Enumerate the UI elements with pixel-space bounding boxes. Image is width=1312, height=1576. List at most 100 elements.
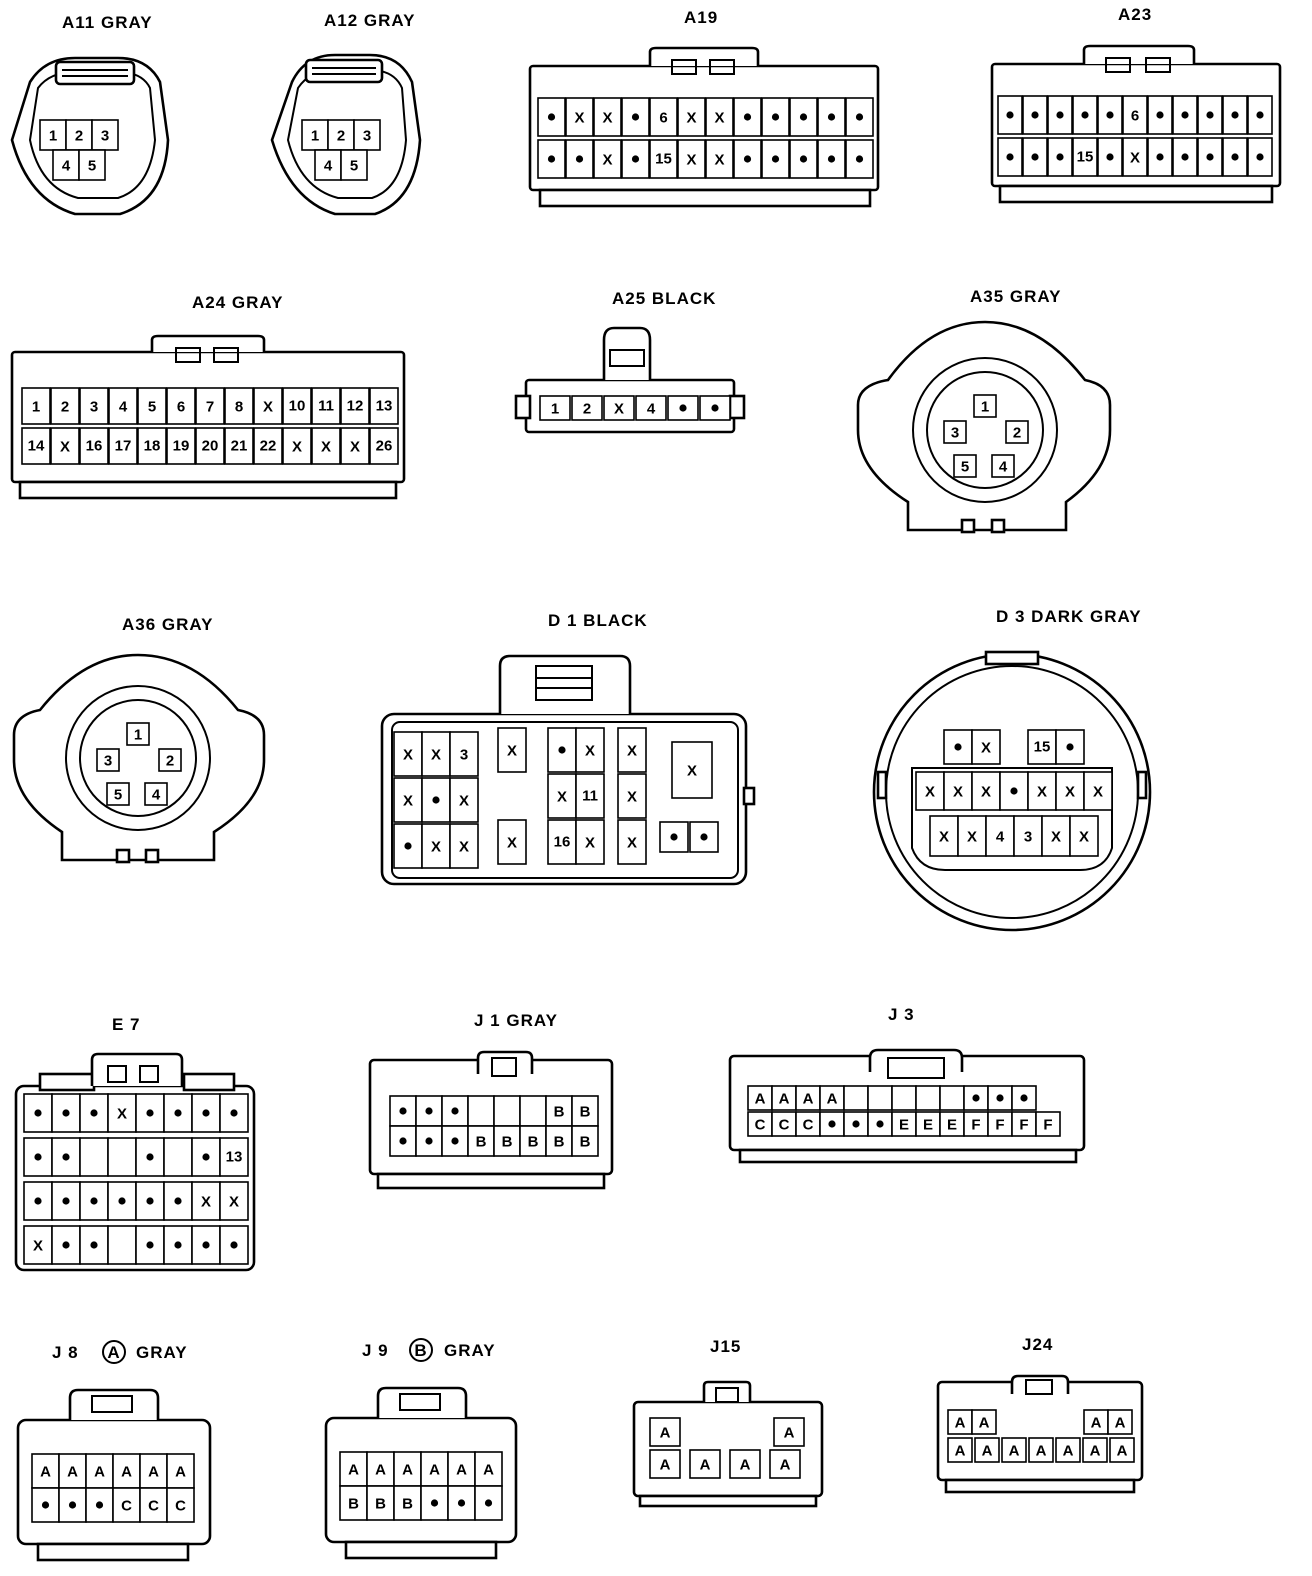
j3-cavity xyxy=(939,1111,965,1137)
j3-pin-dot xyxy=(972,1094,980,1102)
j15-cavity xyxy=(689,1449,721,1479)
d3-cavity xyxy=(971,729,1001,765)
a24-cavity xyxy=(50,427,80,465)
a35-pin-label: 5 xyxy=(961,458,969,475)
a25-pin-label: 4 xyxy=(647,400,656,417)
a19-pin-dot xyxy=(743,155,752,163)
e7-pin-dot xyxy=(174,1241,182,1249)
a24-pin-label: 26 xyxy=(376,438,393,455)
d1-pin-dot xyxy=(700,833,708,841)
j3-cavity xyxy=(987,1111,1013,1137)
a23-pin-dot xyxy=(1206,153,1214,161)
j3-cavity xyxy=(915,1085,941,1111)
a24-cavity xyxy=(79,427,109,465)
d3-cavity xyxy=(915,771,945,811)
a24-pin-label: X xyxy=(321,438,331,455)
a23-cavity xyxy=(1122,137,1148,177)
j1-pin-label: B xyxy=(580,1103,591,1120)
j24-cavity xyxy=(1107,1409,1133,1435)
a19-pin-label: X xyxy=(602,151,612,168)
a23-pin-dot xyxy=(1256,111,1264,119)
a19-cavity xyxy=(817,97,846,137)
a24-cavity xyxy=(224,427,254,465)
a19-cavity xyxy=(705,97,734,137)
a24-cavity xyxy=(282,387,312,425)
e7-pin-dot xyxy=(34,1197,42,1205)
a24-pin-label: 22 xyxy=(260,438,277,455)
j15-cavity xyxy=(773,1417,805,1447)
a24-pin-label: 16 xyxy=(86,438,103,455)
j3-pin-label: E xyxy=(899,1116,909,1133)
j3-cavity xyxy=(891,1085,917,1111)
e7-pin-label: 13 xyxy=(226,1149,243,1166)
j9-cavity xyxy=(474,1451,503,1487)
a23-cavity xyxy=(1097,137,1123,177)
a23-cavity xyxy=(1222,95,1248,135)
j3-pin-dot xyxy=(1020,1094,1028,1102)
j24-cavity xyxy=(1028,1437,1054,1463)
a23-cavity xyxy=(1172,137,1198,177)
j1-cavity xyxy=(571,1125,599,1157)
j24-pin-label: A xyxy=(1091,1414,1102,1431)
j15-cavity xyxy=(769,1449,801,1479)
e7-pin-dot xyxy=(34,1109,42,1117)
j1-cavity xyxy=(571,1095,599,1127)
j1-pin-label: B xyxy=(528,1133,539,1150)
a19-pin-label: 6 xyxy=(659,109,667,126)
e7-pin-dot xyxy=(62,1153,70,1161)
a36-pin-label: 5 xyxy=(114,786,122,803)
a23-pin-dot xyxy=(1206,111,1214,119)
a24-cavity xyxy=(369,387,399,425)
a23-pin-dot xyxy=(1006,153,1014,161)
connector-a19-label: A19 xyxy=(684,8,718,27)
d3-cavity xyxy=(1027,729,1057,765)
j24-pin-label: A xyxy=(1036,1442,1047,1459)
j15-cavity xyxy=(649,1417,681,1447)
a24-pin-label: 3 xyxy=(90,398,98,415)
j3-pin-dot xyxy=(876,1120,884,1128)
d1-pin-label: X xyxy=(403,792,413,809)
a19-pin-dot xyxy=(547,113,556,121)
a19-cavity xyxy=(537,97,566,137)
a36-pin-label: 2 xyxy=(166,752,174,769)
a19-cavity xyxy=(593,97,622,137)
e7-pin-dot xyxy=(146,1241,154,1249)
j24-pin-label: A xyxy=(982,1442,993,1459)
connector-a11-label: A11 GRAY xyxy=(62,13,153,32)
d3-pin-label: X xyxy=(1079,828,1089,845)
j8-pin-label: A xyxy=(40,1463,51,1480)
d1-pin-label: 3 xyxy=(460,746,468,763)
e7-pin-label: X xyxy=(229,1193,239,1210)
d1-cavity xyxy=(497,819,527,865)
j9-pin-label: A xyxy=(375,1461,386,1478)
a23-pin-dot xyxy=(1006,111,1014,119)
a23-pin-label: X xyxy=(1130,149,1140,166)
a24-cavity xyxy=(50,387,80,425)
d1-pin-dot xyxy=(432,796,440,804)
a24-cavity xyxy=(282,427,312,465)
a24-pin-label: 5 xyxy=(148,398,156,415)
d1-pin-label: X xyxy=(627,742,637,759)
j3-pin-label: E xyxy=(923,1116,933,1133)
d1-pin-dot xyxy=(404,842,412,850)
j1-pin-dot xyxy=(399,1107,407,1115)
a35-cavity xyxy=(953,454,977,478)
a24-pin-label: 4 xyxy=(119,398,128,415)
d1-pin-label: X xyxy=(507,742,517,759)
j15-pin-label: A xyxy=(740,1456,751,1473)
j24-cavity xyxy=(1055,1437,1081,1463)
j9-pin-label: A xyxy=(456,1461,467,1478)
d3-cavity xyxy=(1013,815,1043,857)
connector-j8-suffix: GRAY xyxy=(136,1343,188,1362)
a25-cavity xyxy=(539,395,571,421)
e7-cavity xyxy=(219,1137,249,1177)
j1-pin-dot xyxy=(451,1107,459,1115)
connector-a12-label: A12 GRAY xyxy=(324,11,415,30)
